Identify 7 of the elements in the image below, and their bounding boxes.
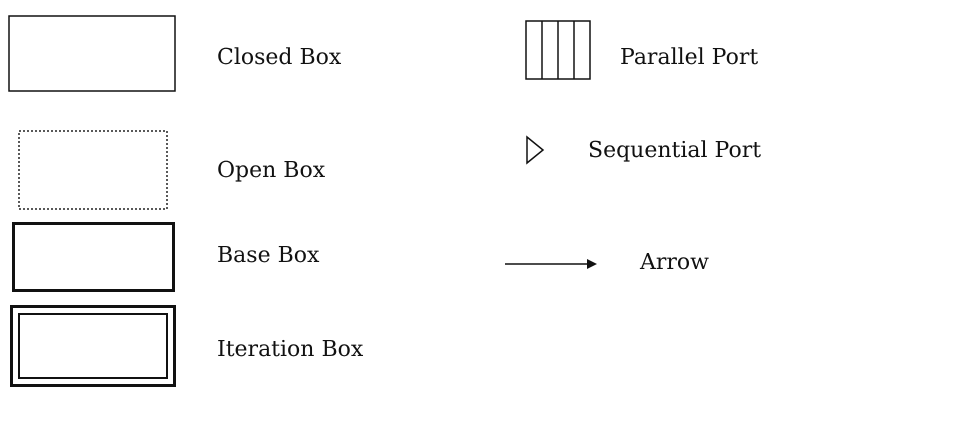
- legend-label: Base Box: [217, 243, 320, 269]
- legend-label: Iteration Box: [217, 337, 364, 363]
- legend-label: Parallel Port: [620, 45, 758, 71]
- legend-label: Open Box: [217, 158, 326, 184]
- legend-label: Arrow: [640, 250, 709, 276]
- legend-label: Sequential Port: [588, 138, 762, 164]
- legend-label: Closed Box: [217, 45, 342, 71]
